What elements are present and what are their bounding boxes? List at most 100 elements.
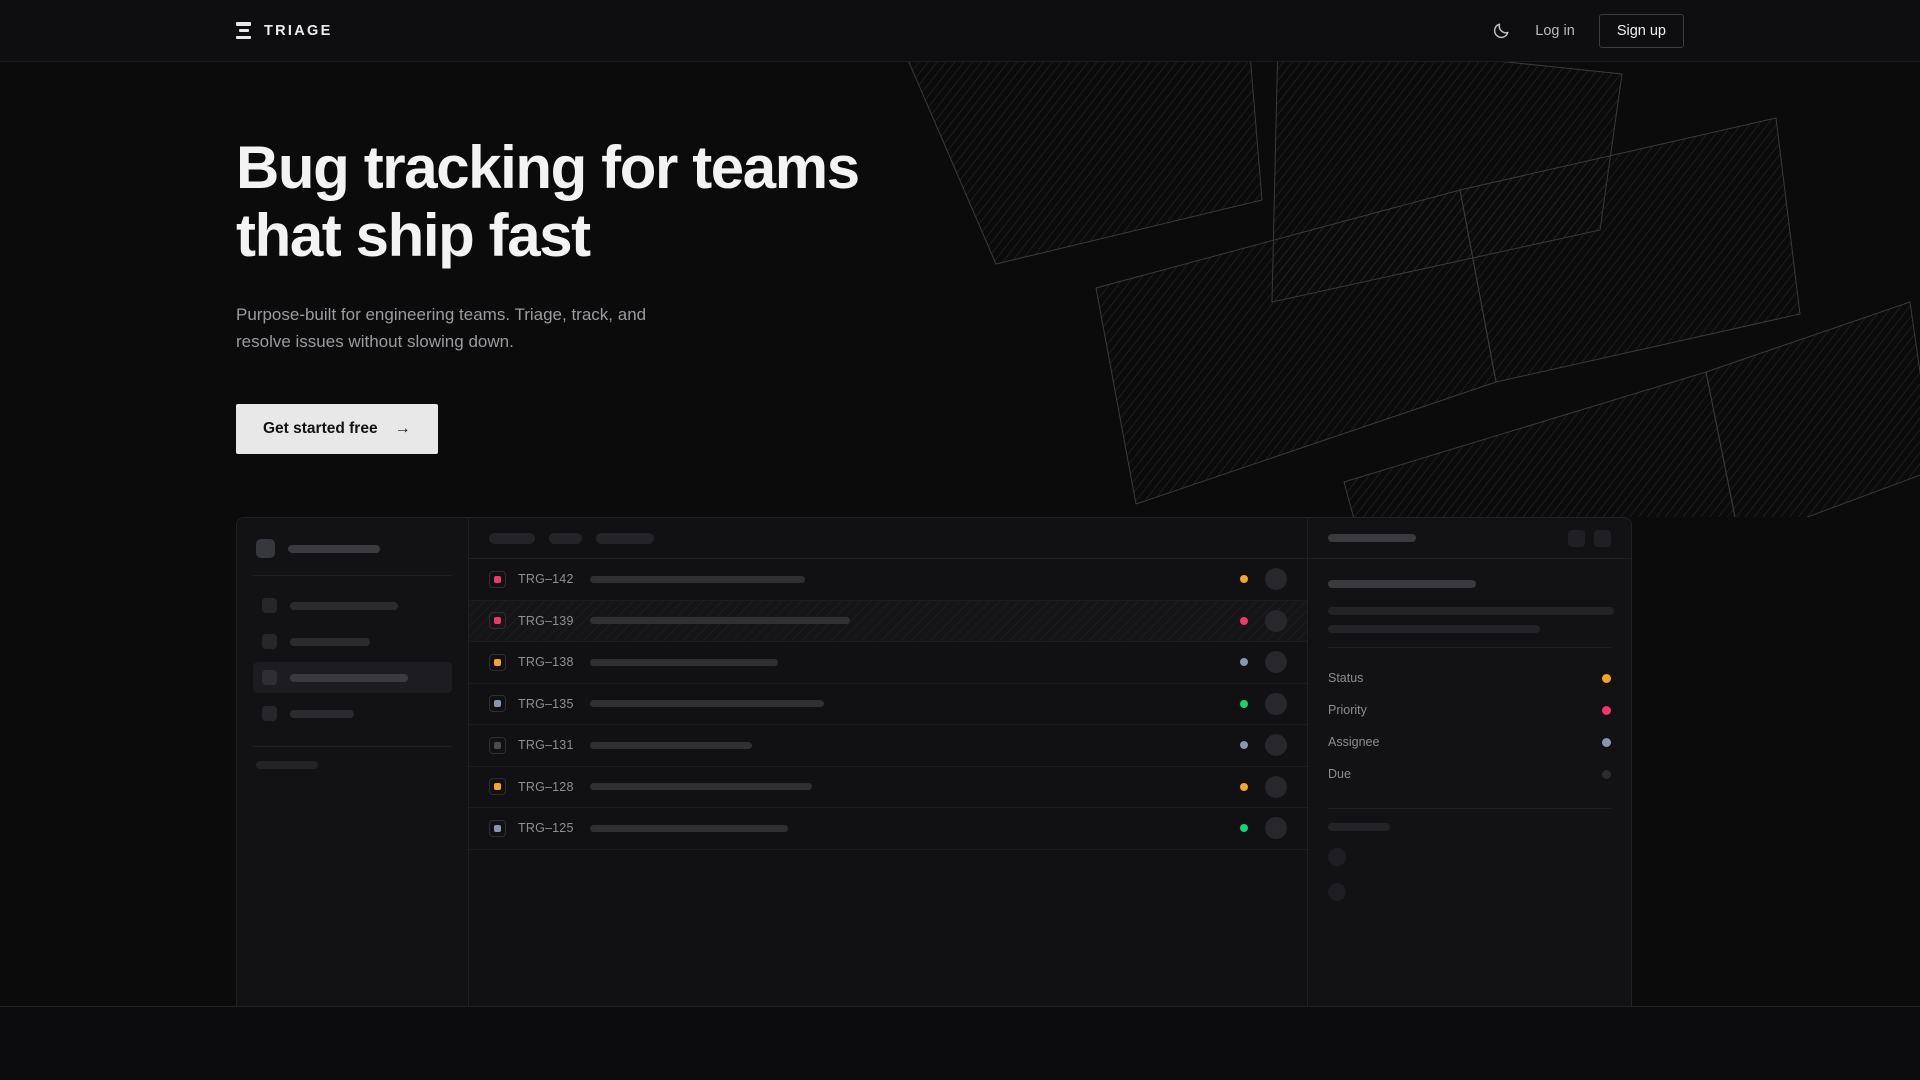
- detail-field-assignee[interactable]: Assignee: [1328, 726, 1611, 758]
- assignee-avatar[interactable]: [1265, 775, 1287, 798]
- status-dot-icon[interactable]: [1240, 741, 1248, 750]
- toolbar-filter-chip[interactable]: [596, 532, 654, 544]
- status-dot-icon[interactable]: [1240, 616, 1248, 625]
- issue-row[interactable]: TRG–128: [469, 767, 1307, 808]
- moon-icon[interactable]: [1492, 21, 1511, 40]
- field-value-dot-icon: [1602, 737, 1611, 747]
- detail-comment-list: [1328, 848, 1611, 901]
- sidebar-project-item[interactable]: [253, 787, 452, 817]
- issue-row-meta: [1240, 609, 1287, 632]
- brand-name: TRIAGE: [264, 22, 333, 39]
- priority-dot-icon: [494, 783, 501, 791]
- cta-label: Get started free: [263, 419, 378, 437]
- issue-row[interactable]: TRG–142: [469, 559, 1307, 601]
- workspace-name-skeleton: [288, 544, 380, 553]
- detail-header-action-button[interactable]: [1594, 529, 1611, 547]
- brand-logo[interactable]: TRIAGE: [236, 22, 333, 39]
- issue-row[interactable]: TRG–125: [469, 808, 1307, 850]
- status-dot-icon[interactable]: [1240, 782, 1248, 791]
- assignee-avatar[interactable]: [1265, 734, 1287, 757]
- priority-dot-icon: [494, 658, 501, 666]
- nav-item-icon: [262, 598, 277, 613]
- detail-title-skeleton: [1328, 534, 1416, 542]
- issue-id: TRG–139: [518, 613, 574, 628]
- status-dot-icon[interactable]: [1240, 658, 1248, 667]
- detail-description-skeletons: [1328, 607, 1614, 633]
- detail-field-priority[interactable]: Priority: [1328, 694, 1611, 726]
- detail-description-line-skeleton: [1328, 607, 1614, 615]
- section-label-skeleton: [256, 761, 318, 769]
- issue-id: TRG–142: [518, 572, 574, 587]
- assignee-avatar[interactable]: [1265, 568, 1287, 591]
- sidebar-divider-bottom: [253, 746, 452, 747]
- status-dot-icon[interactable]: [1240, 575, 1248, 584]
- toolbar-filter-chip[interactable]: [549, 532, 582, 544]
- field-label: Status: [1328, 671, 1364, 685]
- priority-dot-icon: [494, 741, 501, 749]
- detail-description-line-skeleton: [1328, 625, 1540, 633]
- issue-title-skeleton: [590, 617, 850, 625]
- nav-item-label-skeleton: [290, 637, 370, 646]
- issue-id: TRG–135: [518, 696, 574, 711]
- issue-row-meta: [1240, 734, 1287, 757]
- assignee-avatar[interactable]: [1265, 692, 1287, 715]
- stacked-bars-icon: [236, 22, 251, 39]
- sidebar-nav-item-4[interactable]: [253, 698, 452, 729]
- comment-avatar: [1328, 848, 1346, 866]
- hero-subtitle: Purpose-built for engineering teams. Tri…: [236, 304, 647, 352]
- login-link[interactable]: Log in: [1535, 22, 1575, 39]
- signup-button[interactable]: Sign up: [1598, 13, 1684, 48]
- priority-badge: [489, 653, 506, 671]
- priority-badge: [489, 570, 506, 588]
- field-value-dot-icon: [1602, 673, 1611, 683]
- app-sidebar: [237, 518, 469, 1007]
- issue-row-meta: [1240, 775, 1287, 798]
- sidebar-project-item[interactable]: [253, 817, 452, 847]
- sidebar-project-item[interactable]: [253, 847, 452, 877]
- issue-row[interactable]: TRG–139: [469, 600, 1307, 642]
- priority-dot-icon: [494, 575, 501, 583]
- issue-row[interactable]: TRG–138: [469, 642, 1307, 684]
- nav-item-icon: [262, 670, 277, 685]
- detail-panel-header: [1308, 518, 1631, 559]
- toolbar-filter-chip[interactable]: [489, 532, 535, 544]
- field-label: Assignee: [1328, 735, 1380, 749]
- assignee-avatar[interactable]: [1265, 817, 1287, 840]
- sidebar-nav-item-2[interactable]: [253, 626, 452, 657]
- field-label: Due: [1328, 767, 1351, 781]
- nav-item-icon: [262, 706, 277, 721]
- status-dot-icon[interactable]: [1240, 824, 1248, 833]
- issue-title-skeleton: [590, 783, 812, 791]
- get-started-button[interactable]: Get started free →: [236, 403, 438, 454]
- nav-actions: Log in Sign up: [1492, 13, 1684, 48]
- issue-id: TRG–125: [518, 821, 574, 836]
- assignee-avatar[interactable]: [1265, 651, 1287, 674]
- priority-badge: [489, 695, 506, 713]
- priority-badge: [489, 778, 506, 796]
- field-value-dot-icon: [1602, 769, 1611, 779]
- priority-badge: [489, 736, 506, 754]
- issue-row[interactable]: TRG–135: [469, 684, 1307, 725]
- assignee-avatar[interactable]: [1265, 609, 1287, 632]
- issue-row-meta: [1240, 692, 1287, 715]
- sidebar-nav-item-1[interactable]: [253, 590, 452, 621]
- sidebar-nav: [253, 590, 452, 729]
- detail-divider-1: [1328, 647, 1611, 648]
- footer-section: [0, 1007, 1920, 1080]
- detail-field-status[interactable]: Status: [1328, 662, 1611, 694]
- sidebar-nav-item-3[interactable]: [253, 662, 452, 693]
- detail-header-action-button[interactable]: [1568, 529, 1585, 547]
- nav-item-label-skeleton: [290, 709, 354, 718]
- workspace-switcher[interactable]: [253, 535, 452, 558]
- status-dot-icon[interactable]: [1240, 699, 1248, 708]
- sidebar-divider-top: [253, 575, 452, 576]
- issue-row-meta: [1240, 651, 1287, 674]
- issue-row[interactable]: TRG–131: [469, 725, 1307, 767]
- priority-dot-icon: [494, 700, 501, 708]
- workspace-avatar: [256, 539, 275, 558]
- comment-avatar: [1328, 883, 1346, 901]
- detail-field-due[interactable]: Due: [1328, 758, 1611, 790]
